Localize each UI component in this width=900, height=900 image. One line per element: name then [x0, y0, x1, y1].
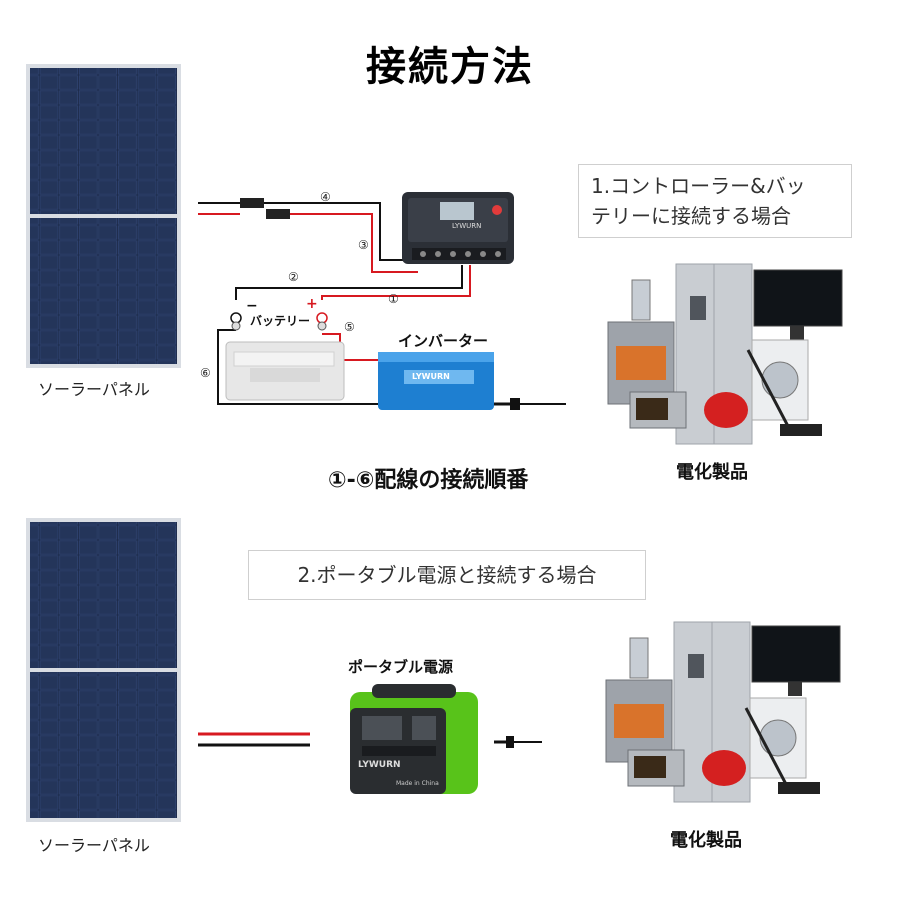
portable-power-logo: LYWURN — [358, 760, 401, 770]
wire-number-1: ① — [388, 292, 399, 306]
appliances-image-1 — [607, 263, 843, 445]
charge-controller — [402, 192, 514, 264]
section2-heading: 2.ポータブル電源と接続する場合 — [248, 550, 646, 600]
solar-panel-label-2: ソーラーパネル — [38, 836, 150, 855]
portable-power-label: ポータブル電源 — [348, 658, 454, 676]
section1-heading-line2: テリーに接続する場合 — [591, 204, 791, 228]
appliances-label-1: 電化製品 — [676, 462, 748, 483]
solar-panel-1 — [26, 64, 181, 368]
wire-number-6: ⑥ — [200, 366, 211, 380]
solar-panel-label-1: ソーラーパネル — [38, 380, 150, 399]
portable-power-station — [350, 684, 478, 794]
controller-logo: LYWURN — [452, 222, 482, 230]
appliances-label-2: 電化製品 — [670, 830, 742, 851]
inverter-label: インバーター — [398, 332, 489, 350]
wiring-order-caption: ①-⑥配線の接続順番 — [328, 468, 529, 493]
wire-number-5: ⑤ — [344, 320, 355, 334]
wire-number-2: ② — [288, 270, 299, 284]
portable-power-made-in: Made in China — [396, 780, 439, 787]
wire-number-3: ③ — [358, 238, 369, 252]
battery — [225, 312, 345, 401]
battery-label: バッテリー — [250, 314, 311, 328]
appliances-image-2 — [605, 621, 841, 803]
battery-plus-sign: + — [306, 296, 318, 312]
wire-number-4: ④ — [320, 190, 331, 204]
page-title: 接続方法 — [366, 44, 534, 90]
wiring-section2 — [198, 732, 542, 748]
section1-heading: 1.コントローラー&バッ テリーに接続する場合 — [578, 164, 852, 238]
battery-minus-sign: − — [246, 298, 258, 314]
wiring-section1 — [198, 198, 471, 405]
inverter-logo: LYWURN — [412, 372, 450, 381]
inverter — [378, 352, 566, 410]
solar-panel-2 — [26, 518, 181, 822]
section1-heading-line1: 1.コントローラー&バッ — [591, 174, 806, 198]
